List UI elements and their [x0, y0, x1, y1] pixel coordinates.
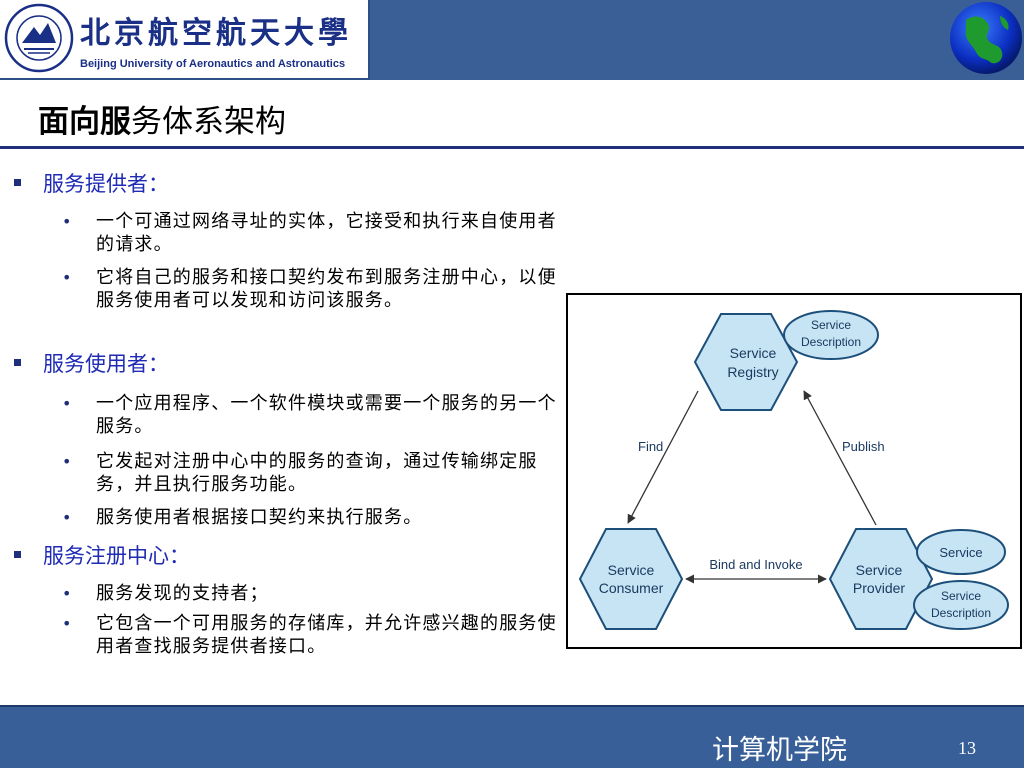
publish-arrow	[803, 390, 877, 526]
title-bold-part: 面向服	[38, 104, 131, 140]
list-item: • 服务使用者根据接口契约来执行服务。	[62, 506, 566, 529]
footer-divider	[0, 705, 1024, 707]
square-bullet-icon	[14, 179, 21, 186]
provider-description-ellipse	[913, 580, 1009, 630]
publish-label: Publish	[842, 439, 885, 454]
bullet-text: 它将自己的服务和接口契约发布到服务注册中心，以便服务使用者可以发现和访问该服务。	[96, 267, 557, 311]
list-item: • 它将自己的服务和接口契约发布到服务注册中心，以便服务使用者可以发现和访问该服务…	[62, 266, 566, 312]
soa-diagram: Service Registry Service Description Ser…	[566, 293, 1022, 649]
registry-desc-line2: Description	[801, 335, 861, 349]
consumer-label-line1: Service	[608, 562, 655, 578]
footer-band	[0, 705, 1024, 768]
university-seal-icon	[4, 3, 74, 73]
bullet-text: 它包含一个可用服务的存储库，并允许感兴趣的服务使用者查找服务提供者接口。	[96, 613, 557, 657]
globe-icon	[950, 2, 1022, 74]
provider-service-ellipse	[916, 529, 1006, 575]
section-heading-text: 服务提供者：	[43, 172, 169, 196]
list-item: • 一个应用程序、一个软件模块或需要一个服务的另一个服务。	[62, 392, 566, 438]
bullet-dot-icon: •	[62, 614, 73, 633]
provider-desc-line2: Description	[931, 606, 991, 620]
provider-desc-line1: Service	[941, 589, 981, 603]
section-heading-provider: 服务提供者：	[14, 168, 169, 198]
bullet-text: 服务使用者根据接口契约来执行服务。	[96, 507, 423, 528]
bullet-dot-icon: •	[62, 394, 73, 413]
find-label: Find	[638, 439, 663, 454]
square-bullet-icon	[14, 551, 21, 558]
list-item: • 它包含一个可用服务的存储库，并允许感兴趣的服务使用者查找服务提供者接口。	[62, 612, 566, 658]
bullet-dot-icon: •	[62, 452, 73, 471]
bullet-text: 一个应用程序、一个软件模块或需要一个服务的另一个服务。	[96, 393, 557, 437]
bullet-dot-icon: •	[62, 268, 73, 287]
find-arrow	[627, 390, 699, 524]
consumer-label-line2: Consumer	[599, 580, 664, 596]
service-consumer-hexagon	[578, 528, 684, 630]
bind-invoke-label: Bind and Invoke	[709, 557, 802, 572]
page-number: 13	[958, 738, 976, 758]
provider-label-line1: Service	[856, 562, 903, 578]
title-regular-part: 务体系架构	[131, 104, 286, 140]
provider-label-line2: Provider	[853, 580, 905, 596]
registry-description-ellipse	[783, 310, 879, 360]
university-name-en: Beijing University of Aeronautics and As…	[80, 58, 346, 70]
service-registry-hexagon	[693, 313, 799, 411]
college-name: 计算机学院	[712, 735, 847, 766]
bullet-dot-icon: •	[62, 508, 73, 527]
provider-service-label: Service	[939, 545, 982, 560]
bullet-text: 它发起对注册中心中的服务的查询，通过传输绑定服务，并且执行服务功能。	[96, 451, 538, 495]
page-title: 面向服务体系架构	[38, 96, 286, 141]
section-heading-registry: 服务注册中心：	[14, 540, 190, 570]
section-heading-text: 服务注册中心：	[43, 544, 190, 568]
registry-label-line1: Service	[730, 345, 777, 361]
list-item: • 服务发现的支持者；	[62, 582, 566, 605]
square-bullet-icon	[14, 359, 21, 366]
section-heading-text: 服务使用者：	[43, 352, 169, 376]
service-provider-hexagon	[828, 528, 934, 630]
section-heading-consumer: 服务使用者：	[14, 348, 169, 378]
university-name-cn: 北京航空航天大學	[80, 16, 352, 51]
bullet-text: 服务发现的支持者；	[96, 583, 269, 604]
list-item: • 一个可通过网络寻址的实体，它接受和执行来自使用者的请求。	[62, 210, 566, 256]
bullet-dot-icon: •	[62, 584, 73, 603]
registry-label-line2: Registry	[727, 364, 778, 380]
title-divider	[0, 146, 1024, 149]
list-item: • 它发起对注册中心中的服务的查询，通过传输绑定服务，并且执行服务功能。	[62, 450, 566, 496]
registry-desc-line1: Service	[811, 318, 851, 332]
bullet-dot-icon: •	[62, 212, 73, 231]
bullet-text: 一个可通过网络寻址的实体，它接受和执行来自使用者的请求。	[96, 211, 557, 255]
